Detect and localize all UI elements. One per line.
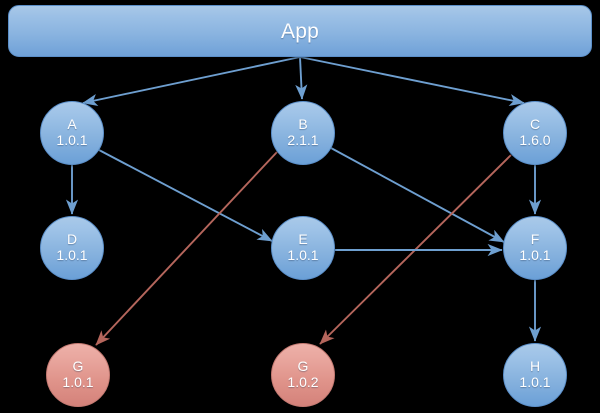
node-version-label: 1.0.1 — [287, 247, 319, 263]
node-version-label: 1.6.0 — [519, 132, 551, 148]
node-name-label: F — [530, 231, 540, 248]
node-name-label: E — [298, 231, 308, 248]
node-version-label: 1.0.2 — [287, 374, 319, 390]
node-name-label: A — [67, 116, 77, 133]
edge-app-a — [82, 56, 301, 106]
node-version-label: 1.0.1 — [56, 132, 88, 148]
node-version-label: 2.1.1 — [287, 132, 319, 148]
app-root-label: App — [281, 19, 319, 43]
edge-b-g1 — [95, 151, 278, 346]
node-name-label: C — [529, 116, 541, 133]
node-name-label: D — [66, 231, 78, 248]
edge-app-c — [299, 56, 525, 107]
node-version-label: 1.0.1 — [519, 247, 551, 263]
app-root-box[interactable]: App — [8, 5, 592, 57]
node-version-label: 1.0.1 — [519, 374, 551, 390]
edge-b-f — [330, 147, 505, 243]
node-version-label: 1.0.1 — [56, 247, 88, 263]
node-name-label: H — [529, 358, 541, 375]
node-name-label: G — [297, 358, 309, 375]
node-name-label: B — [298, 116, 308, 133]
edge-a-e — [98, 149, 273, 242]
edge-app-b — [295, 56, 308, 100]
node-name-label: G — [72, 358, 84, 375]
node-version-label: 1.0.1 — [62, 374, 94, 390]
